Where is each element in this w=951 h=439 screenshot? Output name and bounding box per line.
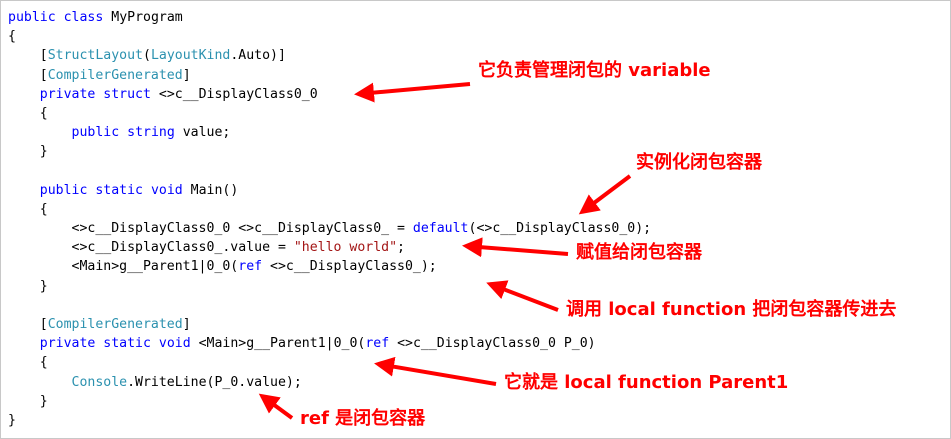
- code-line-5: private struct <>c__DisplayClass0_0: [39, 86, 318, 102]
- arrow-local-function: [374, 356, 497, 386]
- arrow-display-class: [354, 82, 471, 103]
- class-name: MyProgram: [111, 10, 183, 25]
- arrow-assign: [462, 237, 569, 258]
- annotation-call: 调用 local function 把闭包容器传进去: [566, 299, 897, 320]
- arrow-ref: [258, 393, 294, 420]
- code-line-4: [CompilerGenerated]: [8, 67, 191, 83]
- code-line-11: {: [8, 201, 48, 217]
- code-line-1: public class MyProgram: [8, 8, 651, 27]
- code-line-15: }: [8, 278, 48, 294]
- code-line-19: {: [8, 355, 48, 371]
- code-line-12: <>c__DisplayClass0_0 <>c__DisplayClass0_…: [8, 221, 652, 237]
- kw-public: public: [8, 10, 56, 25]
- code-line-18: private static void <Main>g__Parent1|0_0…: [39, 336, 596, 352]
- arrow-call: [486, 280, 559, 312]
- code-line-2: {: [8, 29, 16, 45]
- code-line-3: [StructLayout(LayoutKind.Auto)]: [8, 48, 286, 64]
- code-line-14: <Main>g__Parent1|0_0(ref <>c__DisplayCla…: [8, 259, 437, 275]
- annotation-local-function: 它就是 local function Parent1: [504, 372, 789, 393]
- code-line-21: }: [8, 393, 48, 409]
- code-line-20: Console.WriteLine(P_0.value);: [71, 374, 302, 390]
- code-line-6: {: [8, 105, 48, 121]
- code-line-7: public string value;: [71, 125, 231, 141]
- arrow-instantiate: [578, 174, 632, 215]
- annotation-ref: ref 是闭包容器: [300, 408, 426, 429]
- code-line-8: }: [8, 144, 48, 160]
- kw-class: class: [63, 10, 104, 25]
- code-line-17: [CompilerGenerated]: [8, 317, 191, 332]
- code-line-10: public static void Main(): [39, 182, 239, 198]
- annotation-assign: 赋值给闭包容器: [576, 242, 702, 263]
- annotation-display-class: 它负责管理闭包的 variable: [478, 60, 711, 81]
- annotation-instantiate: 实例化闭包容器: [636, 152, 762, 173]
- code-line-13: <>c__DisplayClass0_.value = "hello world…: [8, 240, 405, 256]
- code-block: public class MyProgram { [StructLayout(La…: [8, 8, 651, 430]
- code-line-22: }: [8, 412, 16, 428]
